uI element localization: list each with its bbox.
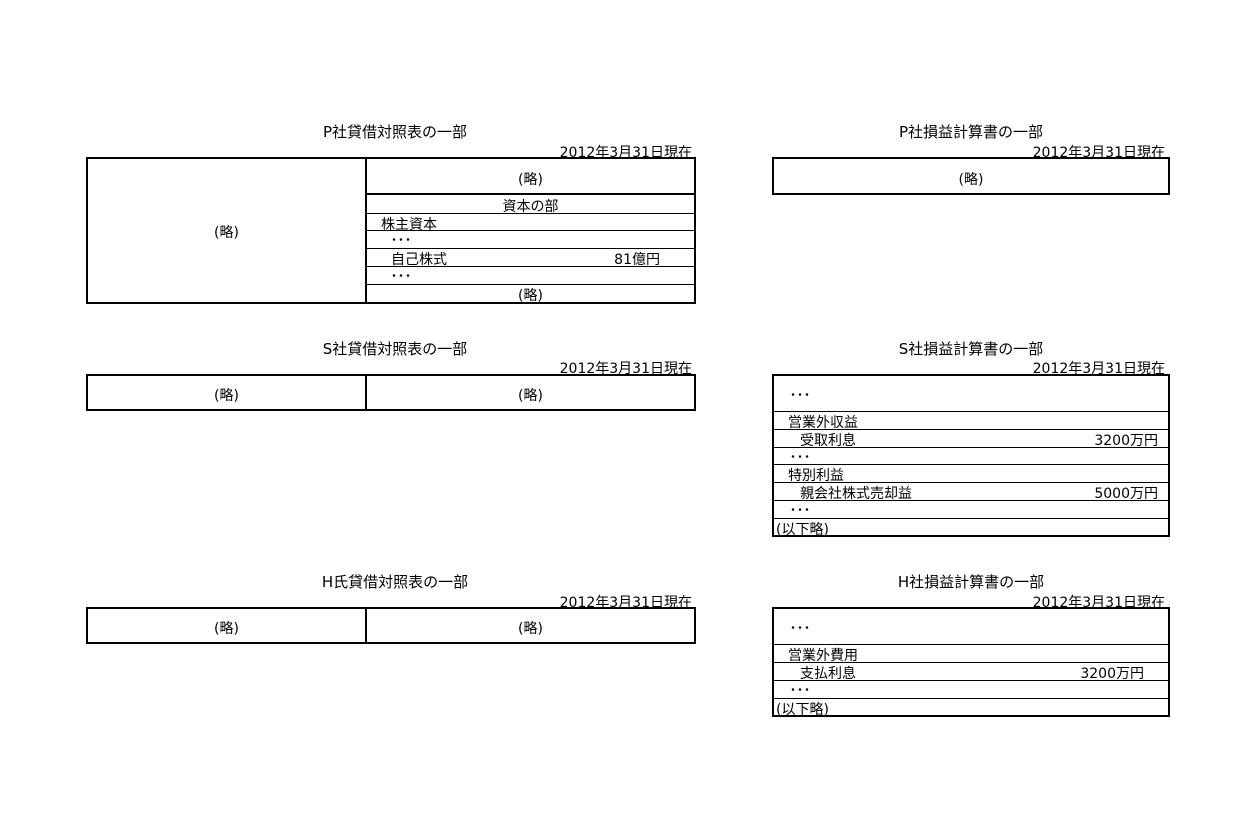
h-pl-rest-omitted: (以下略) [776, 702, 829, 718]
p-bs-treasury-stock-label: 自己株式 [391, 252, 447, 268]
s-pl-rule [774, 429, 1168, 430]
s-pl-rule [774, 518, 1168, 519]
h-bs-left-omitted: (略) [214, 621, 239, 637]
h-bs-right-omitted: (略) [518, 621, 543, 637]
h-bs-divider [365, 609, 367, 642]
p-bs-rule [367, 248, 694, 249]
s-pl-rule [774, 411, 1168, 412]
p-bs-right-top-omitted: (略) [518, 172, 543, 188]
s-pl-rule [774, 464, 1168, 465]
p-bs-ellipsis-2: ･･･ [391, 269, 413, 283]
s-bs-right-omitted: (略) [518, 388, 543, 404]
h-pl-interest-paid-label: 支払利息 [800, 666, 856, 682]
p-bs-rule [367, 213, 694, 214]
p-bs-right-column: (略) 資本の部 株主資本 ･･･ 自己株式 81億円 ･･･ (略) [367, 159, 694, 304]
s-pl-table: ･･･ 営業外収益 受取利息 3200万円 ･･･ 特別利益 親会社株式売却益 … [772, 374, 1170, 538]
p-bs-divider [365, 159, 367, 302]
h-bs-title: H氏貸借対照表の一部 [321, 573, 469, 591]
p-bs-right-bottom-omitted: (略) [518, 288, 543, 304]
h-pl-interest-paid-amount: 3200万円 [1080, 666, 1144, 682]
s-bs-date: 2012年3月31日現在 [559, 361, 692, 377]
s-bs-title: S社貸借対照表の一部 [322, 340, 468, 358]
p-bs-rule [367, 230, 694, 231]
s-bs-divider [365, 376, 367, 409]
s-pl-ellipsis-1: ･･･ [790, 388, 812, 402]
h-bs-table: (略) (略) [86, 607, 696, 644]
h-pl-table: ･･･ 営業外費用 支払利息 3200万円 ･･･ (以下略) [772, 607, 1170, 718]
s-bs-table: (略) (略) [86, 374, 696, 411]
s-pl-title: S社損益計算書の一部 [898, 340, 1044, 358]
p-bs-shareholder-capital: 株主資本 [381, 217, 437, 233]
s-pl-rule [774, 482, 1168, 483]
p-pl-table: (略) [772, 157, 1170, 195]
p-bs-title: P社貸借対照表の一部 [322, 123, 468, 141]
p-bs-rule [367, 266, 694, 267]
p-bs-rule [367, 193, 694, 195]
s-pl-rule [774, 447, 1168, 448]
s-pl-interest-received-amount: 3200万円 [1094, 433, 1158, 449]
h-pl-rule [774, 644, 1168, 645]
s-pl-ellipsis-2: ･･･ [790, 450, 812, 464]
h-pl-rule [774, 698, 1168, 699]
p-pl-title: P社損益計算書の一部 [898, 123, 1044, 141]
h-pl-ellipsis-1: ･･･ [790, 621, 812, 635]
s-pl-non-operating-income: 営業外収益 [788, 415, 858, 431]
s-pl-parent-stock-gain-label: 親会社株式売却益 [800, 486, 912, 502]
s-pl-ellipsis-3: ･･･ [790, 503, 812, 517]
s-pl-interest-received-label: 受取利息 [800, 433, 856, 449]
h-pl-ellipsis-2: ･･･ [790, 683, 812, 697]
p-bs-left-omitted: (略) [214, 225, 239, 241]
s-pl-extraordinary-gain: 特別利益 [788, 468, 844, 484]
p-bs-rule [367, 284, 694, 285]
p-bs-ellipsis-1: ･･･ [391, 233, 413, 247]
p-bs-treasury-stock-amount: 81億円 [614, 252, 660, 268]
s-pl-rule [774, 500, 1168, 501]
p-pl-omitted: (略) [958, 172, 984, 188]
s-pl-parent-stock-gain-amount: 5000万円 [1094, 486, 1158, 502]
s-pl-date: 2012年3月31日現在 [1032, 361, 1165, 377]
s-bs-left-omitted: (略) [214, 388, 239, 404]
h-pl-rule [774, 662, 1168, 663]
h-pl-rule [774, 680, 1168, 681]
p-bs-table: (略) (略) 資本の部 株主資本 ･･･ 自己株式 81億円 ･･･ (略) [86, 157, 696, 304]
p-bs-equity-header: 資本の部 [502, 199, 559, 215]
h-pl-non-operating-expense: 営業外費用 [788, 648, 858, 664]
h-pl-title: H社損益計算書の一部 [897, 573, 1045, 591]
s-pl-rest-omitted: (以下略) [776, 522, 829, 538]
